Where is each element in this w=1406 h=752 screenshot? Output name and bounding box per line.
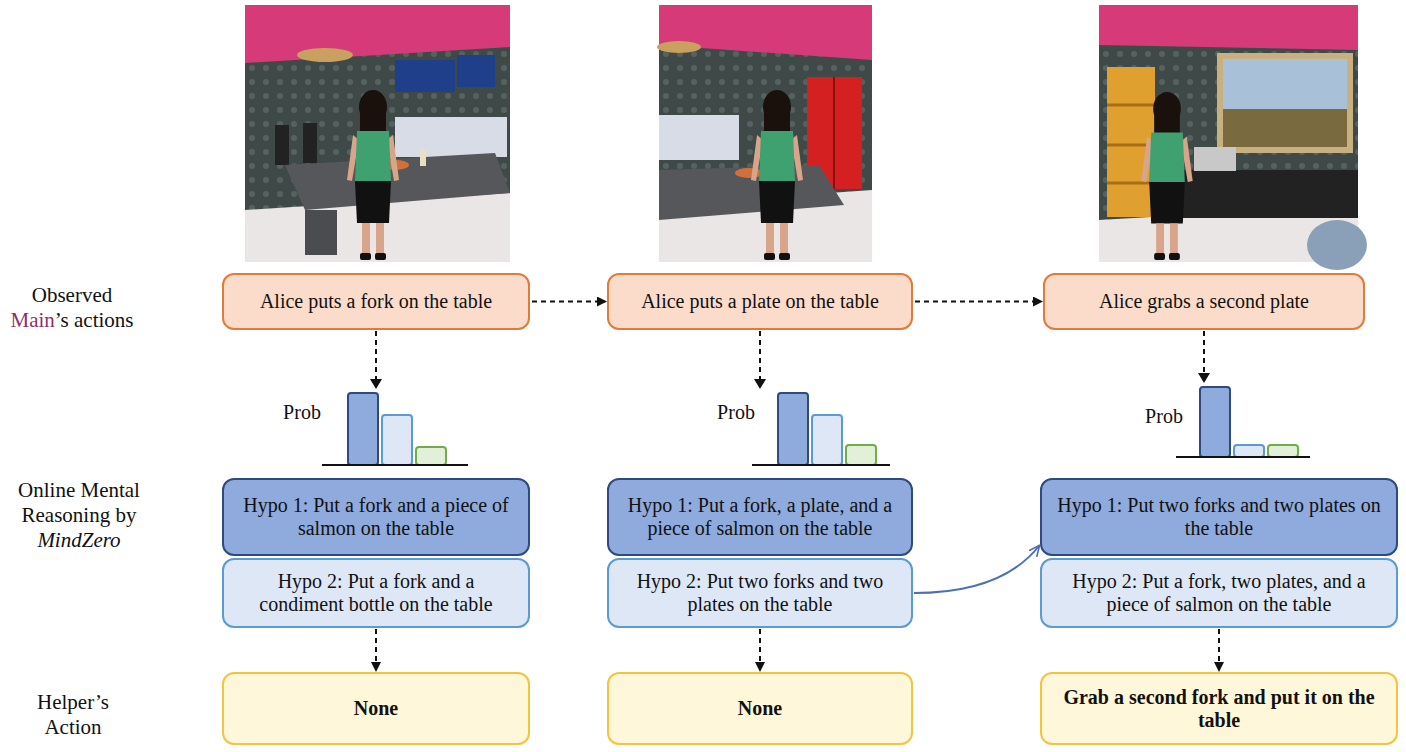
observed-action-box: Alice puts a plate on the table (607, 273, 913, 330)
flow-arrow (376, 331, 1204, 380)
node-text: Alice puts a plate on the table (641, 290, 879, 313)
hypothesis-box: Hypo 2: Put a fork and a condiment bottl… (222, 558, 530, 628)
hypothesis-box: Hypo 1: Put a fork and a piece of salmon… (222, 478, 530, 556)
node-text: None (738, 697, 782, 720)
text-column: Hypo 2: Put a fork, two plates, and a pi… (1052, 570, 1386, 616)
axis-label: Prob (272, 400, 332, 424)
node-text: None (354, 697, 398, 720)
node-text: Grab a second fork and put it on the tab… (1052, 686, 1386, 732)
text-column: Grab a second fork and put it on the tab… (1052, 686, 1386, 732)
text-column: None (354, 697, 398, 720)
node-text: Hypo 2: Put a fork and a condiment bottl… (234, 570, 518, 616)
row-label: Online Mental Reasoning by MindZero (4, 478, 154, 554)
scene-photo (245, 5, 510, 262)
axis-label: Prob (1134, 404, 1194, 428)
row-label: Observed Main’s actions (8, 283, 136, 333)
connector-arrow (915, 301, 1041, 303)
scene-photo (657, 5, 872, 262)
node-text: Hypo 2: Put a fork, two plates, and a pi… (1052, 570, 1386, 616)
node-text: Hypo 1: Put two forks and two plates on … (1052, 494, 1386, 540)
node-text: Hypo 2: Put two forks and two plates on … (619, 570, 901, 616)
probability-chart (752, 393, 890, 465)
connector-arrow (914, 546, 1039, 593)
hypothesis-box: Hypo 1: Put a fork, a plate, and a piece… (607, 478, 913, 556)
node-text: Alice puts a fork on the table (260, 290, 492, 313)
probability-chart (1176, 387, 1310, 457)
hypothesis-box: Hypo 2: Put a fork, two plates, and a pi… (1040, 558, 1398, 628)
hypothesis-box: Hypo 1: Put two forks and two plates on … (1040, 478, 1398, 556)
observed-action-box: Alice puts a fork on the table (222, 273, 530, 330)
node-text: Hypo 1: Put a fork and a piece of salmon… (234, 494, 518, 540)
helper-action-box: Grab a second fork and put it on the tab… (1040, 672, 1398, 745)
text-column: Alice grabs a second plate (1099, 290, 1309, 313)
observed-action-box: Alice grabs a second plate (1043, 273, 1365, 330)
scene-photo (1099, 5, 1367, 270)
arrow-head (370, 373, 1210, 389)
row-label: Helper’s Action (8, 690, 138, 740)
hypothesis-box: Hypo 2: Put two forks and two plates on … (607, 558, 913, 628)
text-column: None (738, 697, 782, 720)
node-text: Alice grabs a second plate (1099, 290, 1309, 313)
node-text: Hypo 1: Put a fork, a plate, and a piece… (619, 494, 901, 540)
text-column: Hypo 1: Put two forks and two plates on … (1052, 494, 1386, 540)
connector-arrow (759, 629, 761, 670)
text-column: Hypo 2: Put a fork and a condiment bottl… (234, 570, 518, 616)
helper-action-box: None (222, 672, 530, 745)
text-column: Hypo 2: Put two forks and two plates on … (619, 570, 901, 616)
connector-arrow (532, 301, 605, 303)
text-column: Hypo 1: Put a fork, a plate, and a piece… (619, 494, 901, 540)
helper-action-box: None (607, 672, 913, 745)
probability-chart (322, 393, 468, 465)
text-column: Alice puts a fork on the table (260, 290, 492, 313)
text-column: Alice puts a plate on the table (641, 290, 879, 313)
connector-arrow (375, 629, 377, 670)
axis-label: Prob (706, 400, 766, 424)
text-column: Hypo 1: Put a fork and a piece of salmon… (234, 494, 518, 540)
connector-arrow (1218, 629, 1220, 670)
